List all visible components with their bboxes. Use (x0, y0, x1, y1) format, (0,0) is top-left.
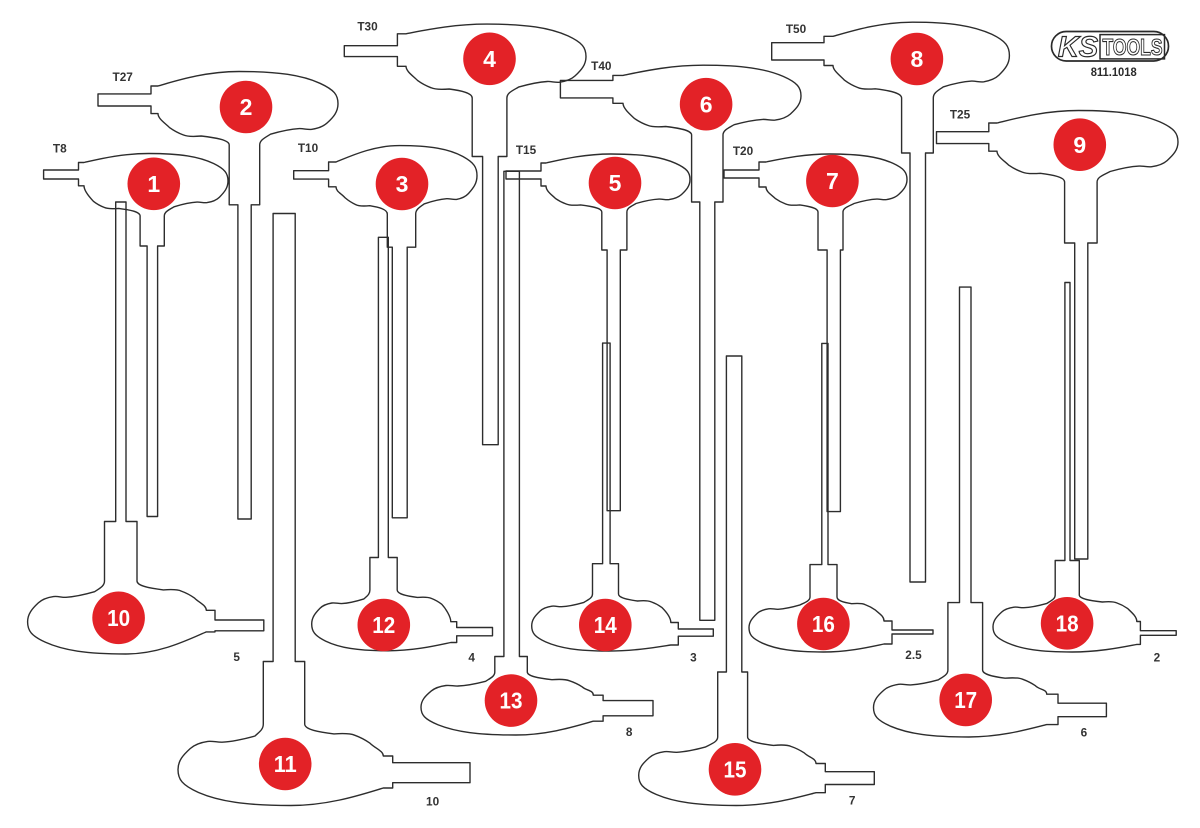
svg-text:4: 4 (483, 46, 496, 72)
svg-text:5: 5 (233, 650, 240, 664)
svg-text:T50: T50 (786, 22, 807, 36)
svg-text:16: 16 (812, 611, 835, 637)
svg-text:3: 3 (396, 171, 409, 197)
svg-text:2.5: 2.5 (905, 648, 922, 662)
svg-text:6: 6 (700, 91, 713, 117)
svg-text:12: 12 (372, 612, 395, 638)
svg-text:811.1018: 811.1018 (1091, 65, 1137, 79)
svg-text:T40: T40 (591, 59, 612, 73)
svg-text:T30: T30 (357, 20, 378, 34)
svg-text:10: 10 (426, 794, 440, 808)
svg-text:7: 7 (826, 168, 839, 194)
svg-text:T25: T25 (950, 108, 971, 122)
svg-text:KS: KS (1058, 32, 1099, 64)
svg-text:14: 14 (594, 612, 617, 638)
svg-text:7: 7 (849, 794, 856, 808)
svg-text:8: 8 (626, 725, 633, 739)
svg-text:17: 17 (954, 687, 977, 713)
svg-text:13: 13 (500, 688, 523, 714)
svg-text:T10: T10 (298, 141, 319, 155)
svg-text:11: 11 (274, 751, 297, 777)
svg-text:4: 4 (468, 650, 475, 664)
svg-text:T8: T8 (53, 141, 67, 155)
svg-text:2: 2 (1154, 651, 1161, 665)
svg-text:15: 15 (724, 756, 747, 782)
svg-text:T15: T15 (516, 143, 537, 157)
svg-text:1: 1 (147, 171, 160, 197)
svg-text:9: 9 (1073, 132, 1086, 158)
svg-text:8: 8 (911, 46, 924, 72)
svg-text:T27: T27 (113, 70, 134, 84)
svg-text:10: 10 (107, 605, 130, 631)
svg-text:3: 3 (690, 651, 697, 665)
svg-text:T20: T20 (733, 144, 754, 158)
svg-text:5: 5 (609, 170, 622, 196)
svg-text:18: 18 (1056, 610, 1079, 636)
svg-text:2: 2 (240, 94, 253, 120)
svg-text:TOOLS: TOOLS (1103, 34, 1163, 60)
svg-text:6: 6 (1081, 726, 1088, 740)
